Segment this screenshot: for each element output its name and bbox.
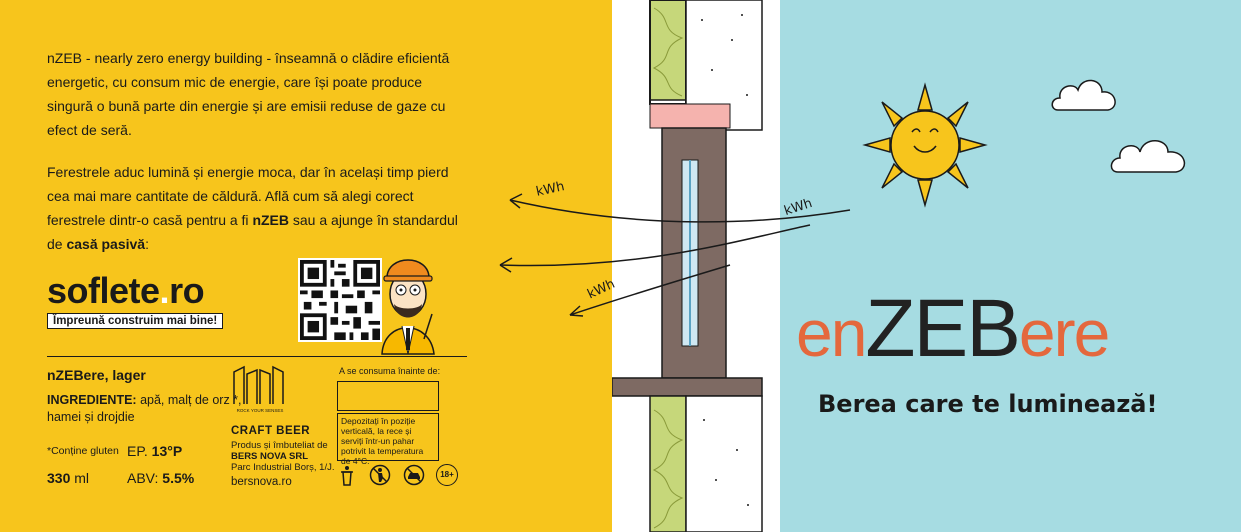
bersnova-logo: ROCK YOUR SENSES xyxy=(233,365,284,413)
recycle-bin-icon xyxy=(341,466,353,486)
energy-loss-arrows xyxy=(499,193,851,317)
no-pregnant-icon xyxy=(369,464,391,486)
product-name: nZEBere, lager xyxy=(47,367,146,383)
abv: ABV: 5.5% xyxy=(127,470,195,486)
logo-tagline: ROCK YOUR SENSES xyxy=(237,408,284,413)
section-divider xyxy=(47,356,467,357)
no-driving-icon xyxy=(403,464,425,486)
craft-beer: CRAFT BEER xyxy=(231,425,311,437)
windows-description: Ferestrele aduc lumină și energie moca, … xyxy=(47,164,458,252)
cloud-1 xyxy=(1051,79,1116,111)
plato-gravity: EP. 13°P xyxy=(127,443,183,459)
window-cross-section xyxy=(612,0,763,532)
qr-code xyxy=(298,258,382,342)
brand-name: enZEBere xyxy=(796,283,1110,374)
storage-instructions: Depozitați în poziție verticală, la rece… xyxy=(341,416,424,466)
gluten-note: *Conține gluten xyxy=(47,445,119,457)
volume: 330 ml xyxy=(47,470,90,486)
label-right-panel xyxy=(780,0,1241,532)
cloud-2 xyxy=(1110,140,1186,173)
mascot-illustration xyxy=(381,259,435,355)
ingredients: INGREDIENTE: apă, malț de orz *,hamei și… xyxy=(47,393,242,424)
age-restriction-badge: 18+ xyxy=(436,464,458,486)
consume-before-label: A se consuma înainte de: xyxy=(339,366,441,376)
sun-illustration xyxy=(862,82,988,208)
storage-box xyxy=(337,413,439,461)
website-logo: soflete.ro xyxy=(47,270,205,311)
nzeb-description: nZEB - nearly zero energy building - îns… xyxy=(47,50,450,138)
website-tagline: Împreună construim mai bine! xyxy=(47,313,224,329)
producer-website: bersnova.ro xyxy=(231,476,292,488)
expiry-date-box xyxy=(337,381,439,411)
brand-slogan: Berea care te luminează! xyxy=(818,390,1158,418)
